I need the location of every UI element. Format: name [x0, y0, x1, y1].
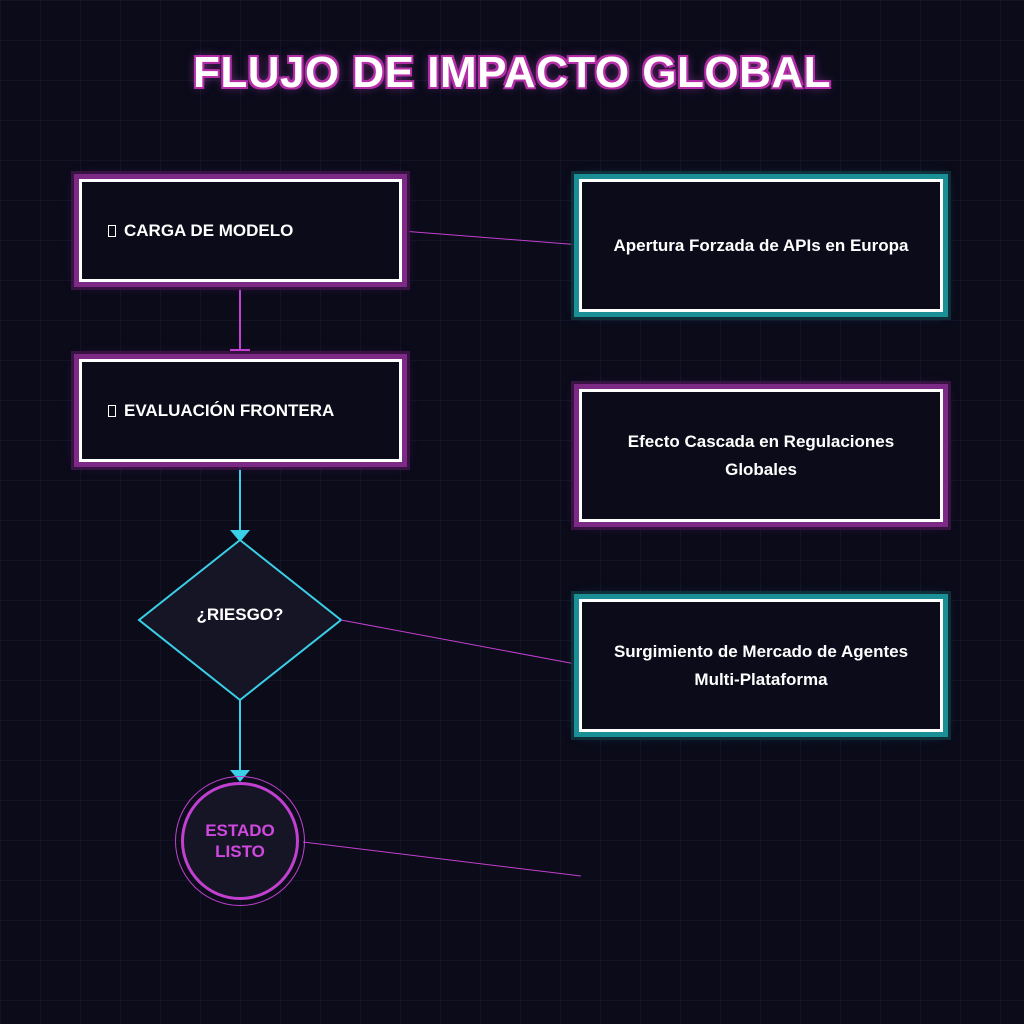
impact-label: Surgimiento de Mercado de Agentes Multi-… [613, 641, 909, 689]
box-glyph-icon [108, 224, 116, 237]
impact-label: Efecto Cascada en Regulaciones Globales [627, 431, 895, 479]
impact-apertura-apis: Apertura Forzada de APIs en Europa [574, 174, 948, 317]
end-label: ESTADO LISTO [205, 821, 275, 861]
box-glyph-icon [108, 404, 116, 417]
link-decision-impact3 [340, 619, 582, 666]
step-carga-de-modelo: CARGA DE MODELO [74, 174, 407, 287]
decision-label: ¿RIESGO? [196, 605, 284, 624]
step-label: CARGA DE MODELO [124, 220, 294, 240]
impact-mercado-agentes: Surgimiento de Mercado de Agentes Multi-… [574, 594, 948, 737]
step-label: EVALUACIÓN FRONTERA [124, 400, 335, 420]
link-end-offscreen [302, 841, 582, 877]
diagram-title: FLUJO DE IMPACTO GLOBAL [192, 48, 832, 97]
impact-efecto-cascada: Efecto Cascada en Regulaciones Globales [574, 384, 948, 527]
arrowhead-step2-decision [230, 530, 250, 542]
end-node-inner: ESTADO LISTO [181, 782, 299, 900]
link-step1-impact1 [401, 230, 582, 246]
impact-label: Apertura Forzada de APIs en Europa [613, 235, 909, 255]
step-evaluacion-frontera: EVALUACIÓN FRONTERA [74, 354, 407, 467]
end-node: ESTADO LISTO [175, 776, 305, 906]
